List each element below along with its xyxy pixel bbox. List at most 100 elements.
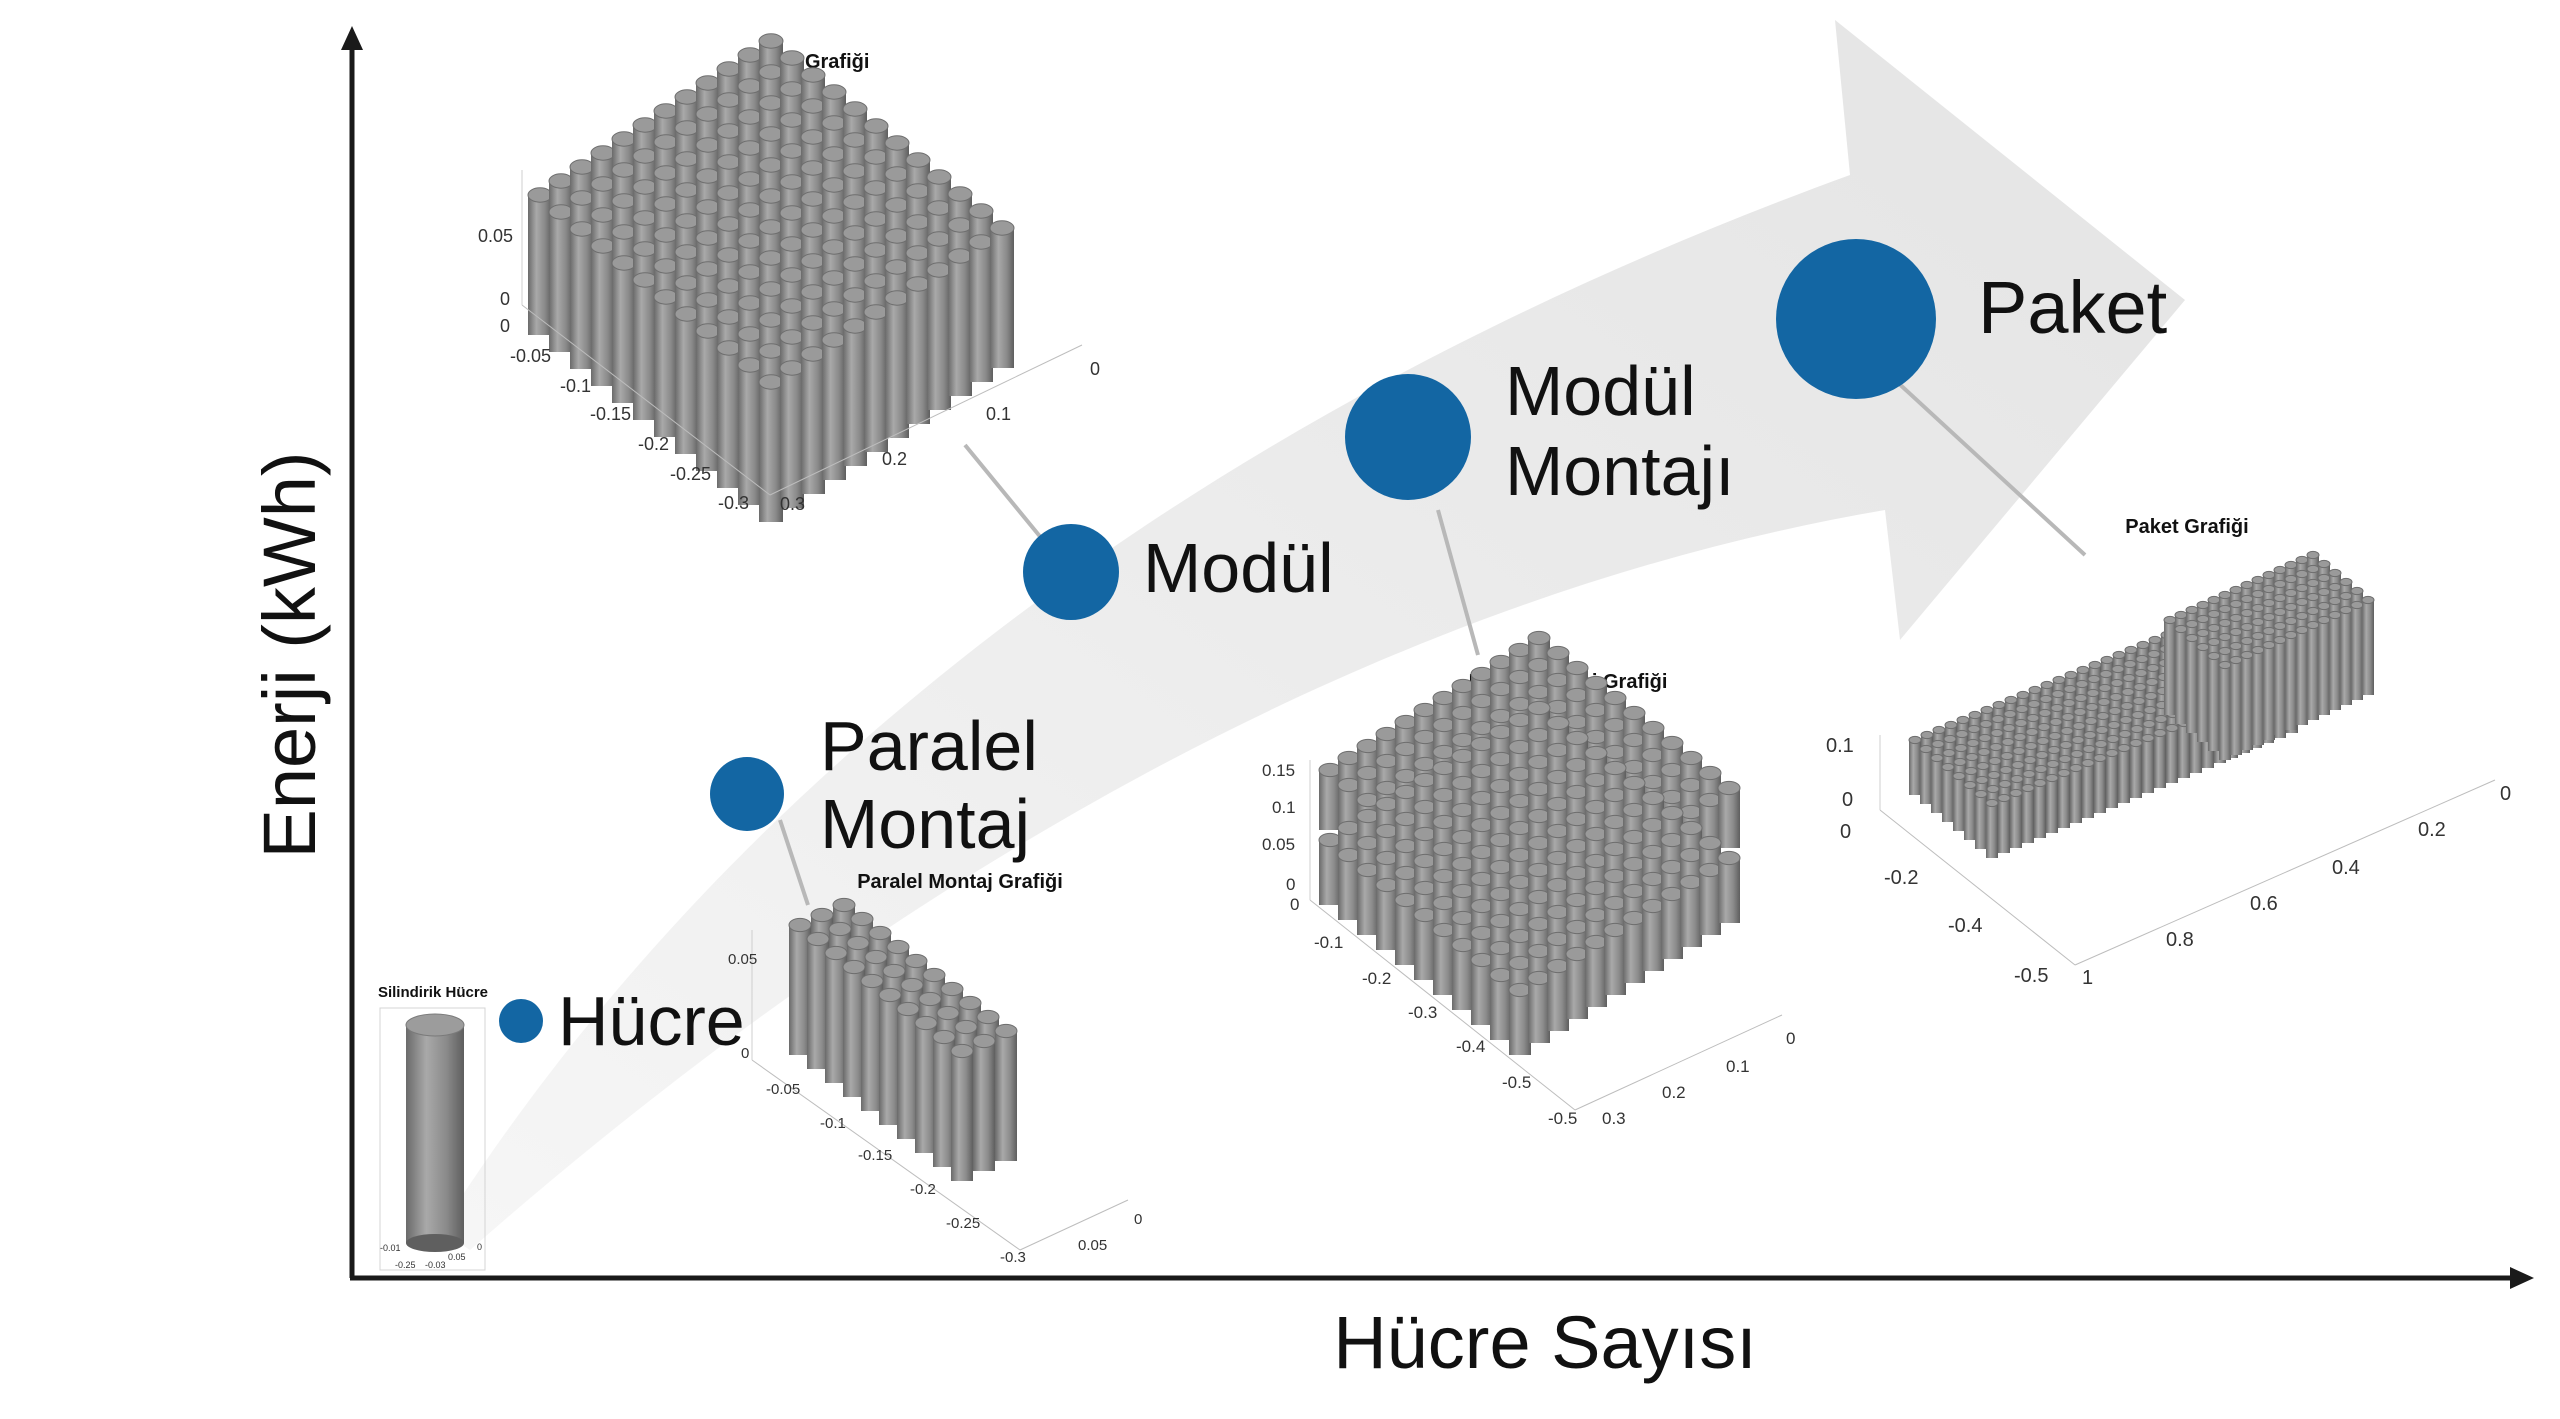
cell-cylinder-top bbox=[1508, 669, 1532, 685]
cell-cylinder-top bbox=[1565, 811, 1589, 827]
cell-cylinder-top bbox=[878, 987, 902, 1003]
cell-cylinder-top bbox=[716, 185, 742, 201]
cell-cylinder bbox=[1986, 803, 1998, 858]
cell-cylinder-top bbox=[842, 194, 868, 210]
cell-cylinder-top bbox=[842, 959, 866, 975]
cell-cylinder-top bbox=[2262, 584, 2276, 594]
cell-cylinder-top bbox=[2185, 633, 2199, 643]
module-x-tick: -0.1 bbox=[560, 376, 591, 396]
cell-cylinder-top bbox=[1470, 898, 1494, 914]
cell-cylinder-top bbox=[2118, 729, 2132, 739]
cell-cylinder-top bbox=[2057, 768, 2071, 778]
y-axis-label: Enerji (kWh) bbox=[248, 451, 331, 858]
cell-cylinder-top bbox=[968, 234, 994, 250]
cell-cylinder-top bbox=[737, 47, 763, 63]
cell-cylinder-top bbox=[2317, 601, 2331, 611]
cell-cylinder bbox=[2351, 605, 2363, 700]
cell-cylinder-top bbox=[1546, 672, 1570, 688]
pack-y-tick: 0.2 bbox=[2418, 819, 2446, 841]
cell-cylinder-top bbox=[1508, 874, 1532, 890]
cell-cylinder-top bbox=[1489, 751, 1513, 767]
cell-cylinder-top bbox=[868, 925, 892, 941]
cell-cylinder-top bbox=[2251, 645, 2265, 655]
cell-cylinder-top bbox=[1641, 720, 1665, 736]
cell-cylinder-top bbox=[2317, 573, 2331, 583]
cell-cylinder bbox=[612, 263, 636, 403]
cell-cylinder-top bbox=[842, 318, 868, 334]
cell-cylinder bbox=[801, 354, 825, 494]
cell-cylinder-top bbox=[1527, 700, 1551, 716]
cell-cylinder-top bbox=[590, 207, 616, 223]
cell-cylinder-top bbox=[1565, 660, 1589, 676]
cell-cylinder-top bbox=[1698, 862, 1722, 878]
cell-cylinder-top bbox=[1508, 766, 1532, 782]
cell-cylinder-top bbox=[2328, 568, 2342, 578]
cell-cylinder-top bbox=[2120, 701, 2134, 711]
cell-cylinder-top bbox=[1717, 780, 1741, 796]
cell-cylinder-top bbox=[1565, 946, 1589, 962]
cell-cylinder bbox=[2082, 763, 2094, 818]
cell-cylinder-top bbox=[1986, 784, 2000, 794]
cell-cylinder-top bbox=[2295, 611, 2309, 621]
cell-cylinder-top bbox=[2071, 735, 2085, 745]
cell-cylinder bbox=[654, 297, 678, 437]
cell-cylinder bbox=[2070, 768, 2082, 823]
cell-cylinder bbox=[633, 280, 657, 420]
cell-cylinder-top bbox=[2015, 704, 2029, 714]
cell-cylinder-top bbox=[1584, 934, 1608, 950]
cell-cylinder-top bbox=[1508, 793, 1532, 809]
cell-cylinder-top bbox=[1432, 895, 1456, 911]
cell-cylinder-top bbox=[716, 154, 742, 170]
cell-cylinder-top bbox=[1356, 765, 1380, 781]
cell-plot: Silindirik Hücre -0.01 -0.25 -0.03 0.05 … bbox=[378, 984, 488, 1271]
cell-cylinder-top bbox=[1451, 775, 1475, 791]
cell-cylinder-top bbox=[2060, 726, 2074, 736]
cell-cylinder-top bbox=[940, 981, 964, 997]
cell-cylinder-top bbox=[1337, 750, 1361, 766]
cell-cylinder-top bbox=[1508, 928, 1532, 944]
cell-cylinder-top bbox=[2010, 774, 2024, 784]
cell-cylinder-top bbox=[674, 213, 700, 229]
cell-cylinder-top bbox=[2229, 585, 2243, 595]
pack-y-tick: 1 bbox=[2082, 967, 2093, 989]
cell-cylinder-top bbox=[1451, 856, 1475, 872]
cell-cylinder-top bbox=[737, 326, 763, 342]
cell-cylinder-top bbox=[922, 967, 946, 983]
cell-cylinder-top bbox=[2095, 725, 2109, 735]
cell-cylinder-top bbox=[674, 89, 700, 105]
cell-cylinder-top bbox=[632, 148, 658, 164]
cell-cylinder bbox=[1338, 855, 1360, 920]
cell-cylinder bbox=[897, 1009, 919, 1139]
cell-cylinder-top bbox=[2163, 615, 2177, 625]
cell-cylinder-top bbox=[1508, 982, 1532, 998]
cell-cylinder-top bbox=[828, 921, 852, 937]
cell-cylinder-top bbox=[2262, 598, 2276, 608]
cell-cylinder-top bbox=[1584, 675, 1608, 691]
cell-cylinder-top bbox=[2317, 615, 2331, 625]
pack-z-tick: 0.1 bbox=[1826, 735, 1854, 757]
cell-cylinder-top bbox=[926, 200, 952, 216]
cell-cylinder-top bbox=[1451, 678, 1475, 694]
cell-cylinder-top bbox=[695, 230, 721, 246]
cell-cylinder-top bbox=[1565, 892, 1589, 908]
cell-cylinder-top bbox=[1584, 826, 1608, 842]
cell-cylinder bbox=[1414, 915, 1436, 980]
stage-label-module: Modül bbox=[1143, 529, 1334, 607]
parallel-z-tick: 0.05 bbox=[728, 951, 757, 968]
cell-cylinder-top bbox=[2153, 728, 2167, 738]
cell-cylinder-top bbox=[2196, 614, 2210, 624]
parallel-plot-title: Paralel Montaj Grafiği bbox=[857, 871, 1063, 893]
cell-cylinder-top bbox=[800, 160, 826, 176]
cell-cylinder-top bbox=[800, 129, 826, 145]
cell-cylinder-top bbox=[632, 272, 658, 288]
cell-cylinder-top bbox=[1989, 742, 2003, 752]
cell-cylinder-top bbox=[863, 242, 889, 258]
cell-cylinder-top bbox=[884, 290, 910, 306]
cell-cylinder-top bbox=[1489, 681, 1513, 697]
cell-cylinder-top bbox=[695, 199, 721, 215]
cell-cylinder-top bbox=[2284, 574, 2298, 584]
cell-cylinder-top bbox=[1451, 705, 1475, 721]
cell-cylinder-top bbox=[1698, 792, 1722, 808]
cell-cylinder bbox=[2285, 635, 2297, 730]
cell-cylinder bbox=[1604, 930, 1626, 995]
